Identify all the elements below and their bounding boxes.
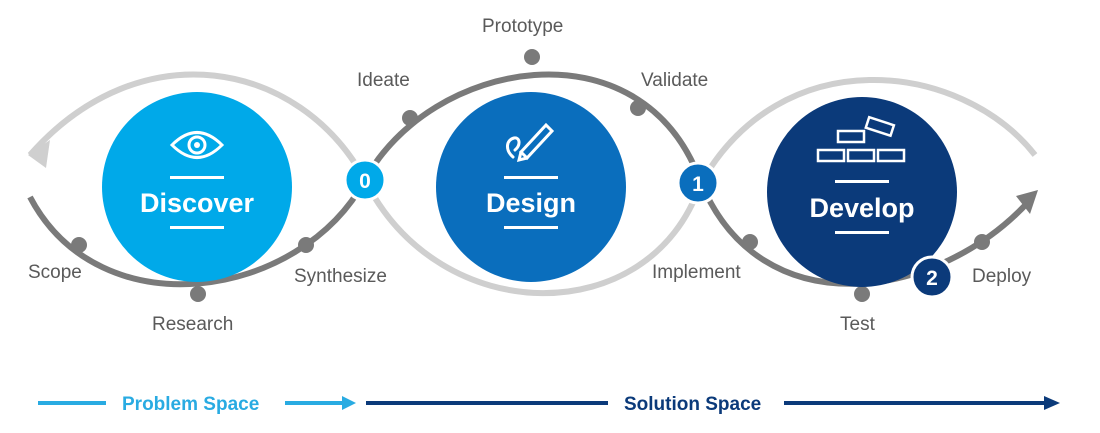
phase-divider-bottom (170, 226, 224, 229)
step-label-deploy: Deploy (972, 266, 1032, 287)
problem-space-arrowhead (342, 396, 356, 410)
badge-number: 2 (926, 267, 938, 290)
phase-develop: Develop (767, 97, 957, 287)
phase-circle-design (436, 92, 626, 282)
step-label-scope: Scope (28, 262, 82, 283)
step-node-research (190, 286, 206, 302)
phase-divider-top (504, 176, 558, 179)
phase-divider-bottom (504, 226, 558, 229)
phase-design: Design (436, 92, 626, 282)
phase-divider-top (835, 180, 889, 183)
badge-number: 0 (359, 170, 371, 193)
milestone-badge-1: 1 (676, 161, 720, 205)
step-label-prototype: Prototype (482, 16, 563, 37)
problem-space-label: Problem Space (122, 394, 259, 415)
step-node-test (854, 286, 870, 302)
milestone-badge-0: 0 (343, 158, 387, 202)
step-label-synthesize: Synthesize (294, 266, 387, 287)
step-node-scope (71, 237, 87, 253)
step-node-implement (742, 234, 758, 250)
step-label-implement: Implement (652, 262, 741, 283)
badge-number: 1 (692, 173, 704, 196)
eye-icon (169, 131, 225, 159)
solution-space-label: Solution Space (624, 394, 761, 415)
step-label-research: Research (152, 314, 233, 335)
phase-circle-discover (102, 92, 292, 282)
milestone-badge-2: 2 (910, 255, 954, 299)
step-node-deploy (974, 234, 990, 250)
step-label-ideate: Ideate (357, 70, 410, 91)
phase-title-discover: Discover (140, 188, 255, 218)
problem-space-timeline: Problem Space (38, 394, 356, 415)
bricks-icon (816, 115, 906, 163)
light-path-arrowhead (28, 140, 50, 168)
light-process-path (27, 71, 1038, 297)
dark-path-arrowhead (1016, 190, 1038, 214)
step-node-ideate (402, 110, 418, 126)
solution-space-timeline: Solution Space (366, 394, 1060, 415)
step-node-validate (630, 100, 646, 116)
step-label-test: Test (840, 314, 876, 335)
solution-space-arrowhead (1044, 396, 1060, 410)
pen-icon (506, 122, 555, 163)
phase-divider-bottom (835, 231, 889, 234)
phase-discover: Discover (102, 92, 292, 282)
step-label-validate: Validate (641, 70, 708, 91)
phase-circle-develop (767, 97, 957, 287)
phase-title-design: Design (486, 188, 576, 218)
phase-title-develop: Develop (809, 193, 914, 223)
step-node-synthesize (298, 237, 314, 253)
phase-divider-top (170, 176, 224, 179)
step-node-prototype (524, 49, 540, 65)
